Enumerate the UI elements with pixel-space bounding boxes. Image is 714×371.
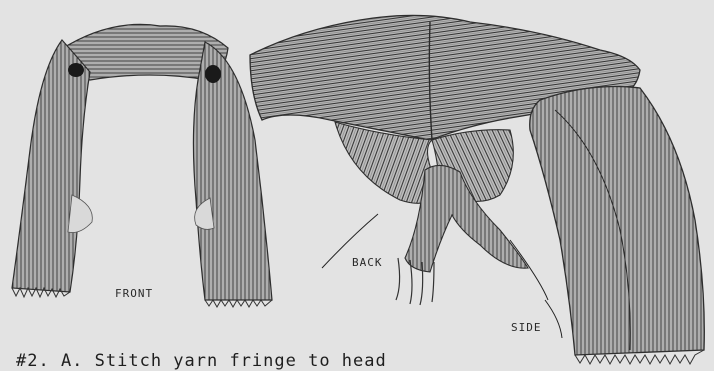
back-label: BACK (352, 256, 383, 269)
side-label: SIDE (511, 321, 542, 334)
front-view-wig (12, 24, 272, 307)
instruction-caption: #2. A. Stitch yarn fringe to head (16, 351, 387, 371)
front-label: FRONT (115, 287, 153, 300)
